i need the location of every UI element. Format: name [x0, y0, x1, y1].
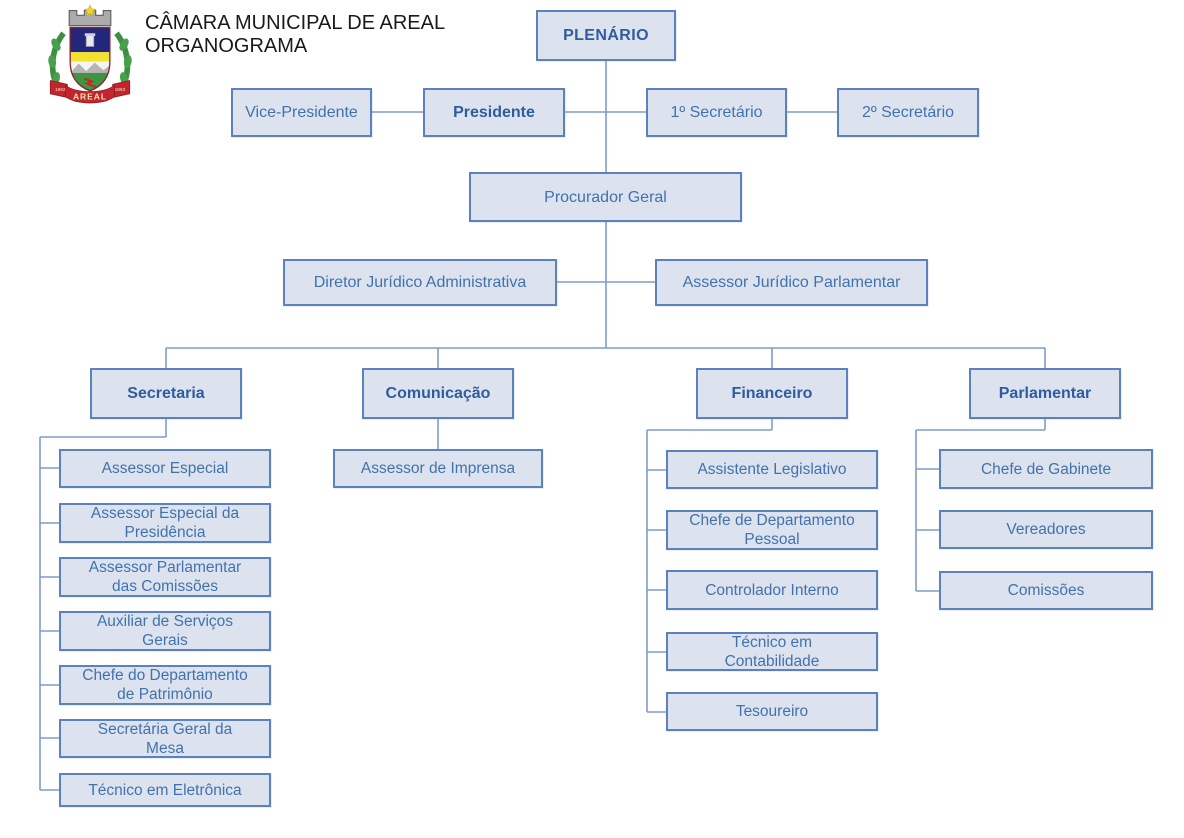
- org-node-chefe-departamento-patrimonio: Chefe do Departamento de Patrimônio: [59, 665, 271, 705]
- org-node-secretaria: Secretaria: [90, 368, 242, 419]
- org-node-financeiro: Financeiro: [696, 368, 848, 419]
- org-node-tecnico-contabilidade: Técnico em Contabilidade: [666, 632, 878, 671]
- org-node-2-secretario: 2º Secretário: [837, 88, 979, 137]
- org-node-assistente-legislativo: Assistente Legislativo: [666, 450, 878, 489]
- page-header: CÂMARA MUNICIPAL DE AREAL ORGANOGRAMA: [145, 12, 445, 58]
- org-node-parlamentar: Parlamentar: [969, 368, 1121, 419]
- org-node-assessor-parlamentar-comissoes: Assessor Parlamentar das Comissões: [59, 557, 271, 597]
- org-node-tecnico-eletronica: Técnico em Eletrônica: [59, 773, 271, 807]
- org-node-assessor-imprensa: Assessor de Imprensa: [333, 449, 543, 488]
- org-node-tesoureiro: Tesoureiro: [666, 692, 878, 731]
- ribbon-year-left: 1892: [55, 87, 66, 93]
- mural-crown: [68, 9, 112, 27]
- ribbon: 1892 1893 AREAL: [49, 80, 131, 104]
- org-node-assessor-especial: Assessor Especial: [59, 449, 271, 488]
- org-node-plenario: PLENÁRIO: [536, 10, 676, 61]
- org-node-chefe-gabinete: Chefe de Gabinete: [939, 449, 1153, 489]
- ribbon-year-right: 1893: [115, 87, 126, 93]
- org-node-diretor-juridico-administrativa: Diretor Jurídico Administrativa: [283, 259, 557, 306]
- org-node-controlador-interno: Controlador Interno: [666, 570, 878, 610]
- org-node-comissoes: Comissões: [939, 571, 1153, 610]
- org-node-auxiliar-servicos-gerais: Auxiliar de Serviços Gerais: [59, 611, 271, 651]
- org-node-comunicacao: Comunicação: [362, 368, 514, 419]
- org-node-secretaria-geral-mesa: Secretária Geral da Mesa: [59, 719, 271, 758]
- page-title-line1: CÂMARA MUNICIPAL DE AREAL: [145, 12, 446, 34]
- org-node-1-secretario: 1º Secretário: [646, 88, 787, 137]
- org-node-vice-presidente: Vice-Presidente: [231, 88, 372, 137]
- org-node-procurador-geral: Procurador Geral: [469, 172, 742, 222]
- org-node-assessor-especial-presidencia: Assessor Especial da Presidência: [59, 503, 271, 543]
- crown-star: [83, 4, 97, 17]
- org-node-assessor-juridico-parlamentar: Assessor Jurídico Parlamentar: [655, 259, 928, 306]
- areal-coat-of-arms-logo: 1892 1893 AREAL: [48, 4, 132, 104]
- org-node-presidente: Presidente: [423, 88, 565, 137]
- ribbon-text: AREAL: [73, 91, 107, 101]
- page-title-line2: ORGANOGRAMA: [145, 35, 308, 57]
- org-node-vereadores: Vereadores: [939, 510, 1153, 549]
- org-node-chefe-departamento-pessoal: Chefe de Departamento Pessoal: [666, 510, 878, 550]
